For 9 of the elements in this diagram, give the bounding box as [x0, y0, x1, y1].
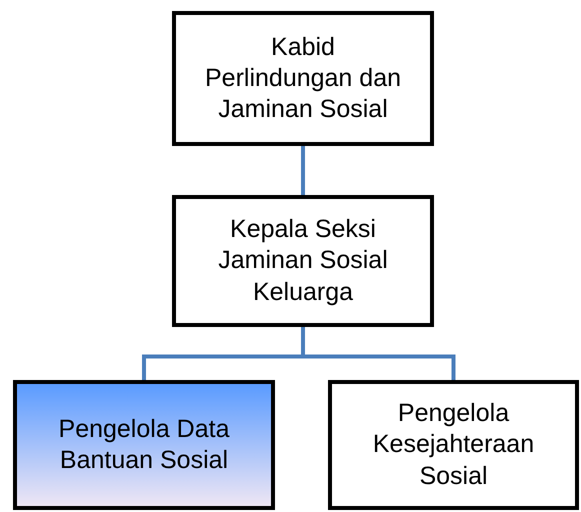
- org-box: [172, 195, 434, 327]
- role-title: Pengelola Kesejahteraan Sosial: [372, 398, 536, 492]
- role-title: Pengelola Data Bantuan Sosial: [58, 414, 230, 476]
- org-box: [328, 380, 579, 510]
- role-title: Kabid Perlindungan dan Jaminan Sosial: [204, 32, 402, 126]
- connector-line: [301, 146, 305, 195]
- org-box: [13, 380, 275, 510]
- role-title: Kepala Seksi Jaminan Sosial Keluarga: [217, 214, 389, 308]
- org-box: [172, 11, 434, 146]
